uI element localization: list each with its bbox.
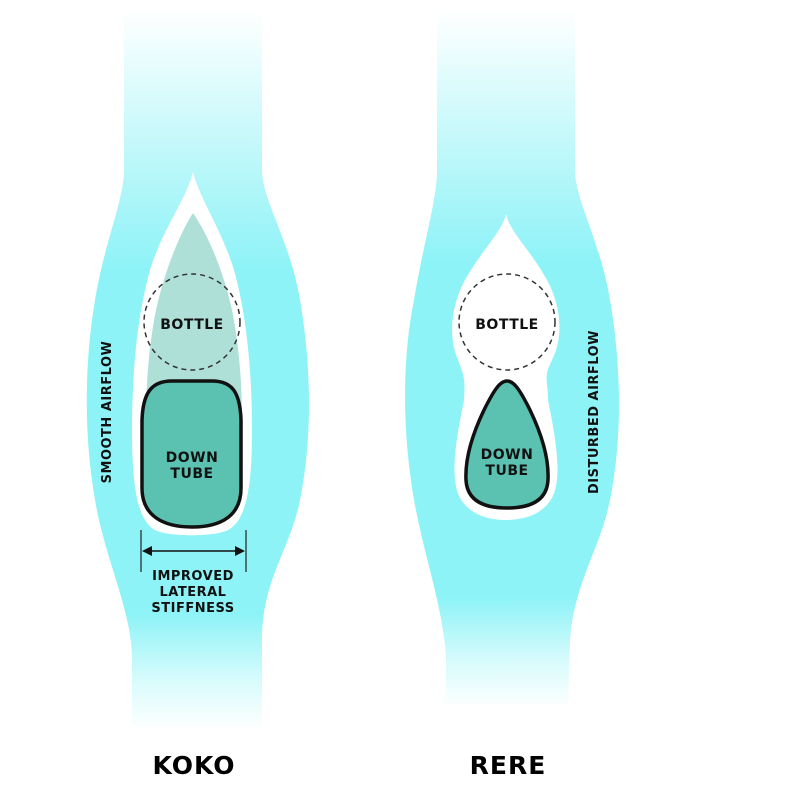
disturbed-airflow-label: DISTURBED AIRFLOW (587, 330, 602, 494)
koko-bottle-label: BOTTLE (160, 317, 223, 333)
dimension-label-3: STIFFNESS (151, 601, 234, 616)
arrow-left-icon (142, 546, 152, 556)
rere-bottle-outline (458, 273, 556, 371)
koko-down-tube-label-2: TUBE (170, 466, 213, 482)
dimension-label-2: LATERAL (160, 585, 227, 600)
koko-bottle-outline (143, 273, 241, 371)
rere-down-tube-label-1: DOWN (481, 447, 534, 463)
smooth-airflow-label: SMOOTH AIRFLOW (100, 341, 115, 484)
rere-down-tube (464, 379, 550, 510)
lateral-stiffness-dimension (140, 530, 247, 572)
rere-down-tube-label-2: TUBE (485, 463, 528, 479)
arrow-right-icon (235, 546, 245, 556)
koko-diagram: BOTTLE DOWN TUBE SMOOTH AIRFLOW IMPROVED… (86, 10, 309, 780)
rere-title: RERE (470, 751, 547, 780)
dimension-label-1: IMPROVED (152, 569, 234, 584)
koko-down-tube (140, 379, 243, 529)
koko-integrated-fairing (146, 213, 242, 420)
koko-down-tube-label-1: DOWN (166, 450, 219, 466)
rere-bottle-label: BOTTLE (475, 317, 538, 333)
rere-diagram: BOTTLE DOWN TUBE DISTURBED AIRFLOW RERE (405, 10, 619, 780)
koko-title: KOKO (152, 751, 235, 780)
